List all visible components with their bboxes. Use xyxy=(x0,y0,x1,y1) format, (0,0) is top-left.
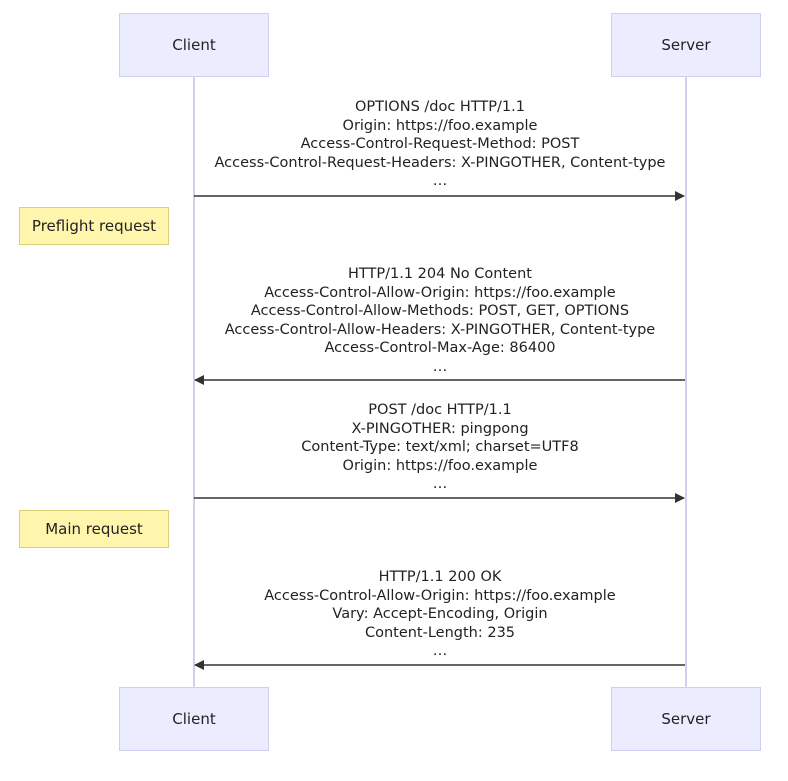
note-label: Preflight request xyxy=(31,217,157,235)
message-line: Origin: https://foo.example xyxy=(342,457,538,474)
message-line: … xyxy=(432,476,448,492)
message-line: … xyxy=(432,643,448,659)
message-3-label: POST /doc HTTP/1.1 X-PINGOTHER: pingpong… xyxy=(194,401,686,494)
message-line: OPTIONS /doc HTTP/1.1 xyxy=(355,99,525,115)
message-line: Access-Control-Max-Age: 86400 xyxy=(324,340,556,356)
client-actor-top: Client xyxy=(119,13,269,77)
server-actor-label: Server xyxy=(661,710,711,728)
message-line: Access-Control-Allow-Origin: https://foo… xyxy=(264,587,616,604)
message-line: Access-Control-Allow-Origin: https://foo… xyxy=(264,284,616,301)
message-2-label: HTTP/1.1 204 No Content Access-Control-A… xyxy=(194,265,686,376)
message-4-label: HTTP/1.1 200 OK Access-Control-Allow-Ori… xyxy=(194,568,686,661)
server-lifeline xyxy=(685,77,687,687)
server-actor-bottom: Server xyxy=(611,687,761,751)
message-line: Access-Control-Request-Method: POST xyxy=(300,136,580,152)
message-line: Origin: https://foo.example xyxy=(342,117,538,134)
message-line: X-PINGOTHER: pingpong xyxy=(351,420,529,437)
message-line: Access-Control-Allow-Methods: POST, GET,… xyxy=(250,303,630,319)
client-actor-label: Client xyxy=(172,36,216,54)
message-line: POST /doc HTTP/1.1 xyxy=(368,402,512,418)
message-line: Access-Control-Allow-Headers: X-PINGOTHE… xyxy=(224,321,656,338)
main-request-note: Main request xyxy=(19,510,169,548)
preflight-request-note: Preflight request xyxy=(19,207,169,245)
message-line: HTTP/1.1 204 No Content xyxy=(348,266,532,282)
message-line: … xyxy=(432,358,448,375)
message-1-label: OPTIONS /doc HTTP/1.1 Origin: https://fo… xyxy=(194,98,686,191)
message-line: … xyxy=(432,173,448,189)
message-line: HTTP/1.1 200 OK xyxy=(378,569,502,585)
note-label: Main request xyxy=(45,520,143,538)
client-actor-bottom: Client xyxy=(119,687,269,751)
message-line: Content-Length: 235 xyxy=(364,624,516,641)
message-line: Access-Control-Request-Headers: X-PINGOT… xyxy=(214,154,666,171)
message-line: Vary: Accept-Encoding, Origin xyxy=(332,606,548,622)
message-line: Content-Type: text/xml; charset=UTF8 xyxy=(301,439,579,455)
client-actor-label: Client xyxy=(172,710,216,728)
server-actor-label: Server xyxy=(661,36,711,54)
client-lifeline xyxy=(193,77,195,687)
server-actor-top: Server xyxy=(611,13,761,77)
